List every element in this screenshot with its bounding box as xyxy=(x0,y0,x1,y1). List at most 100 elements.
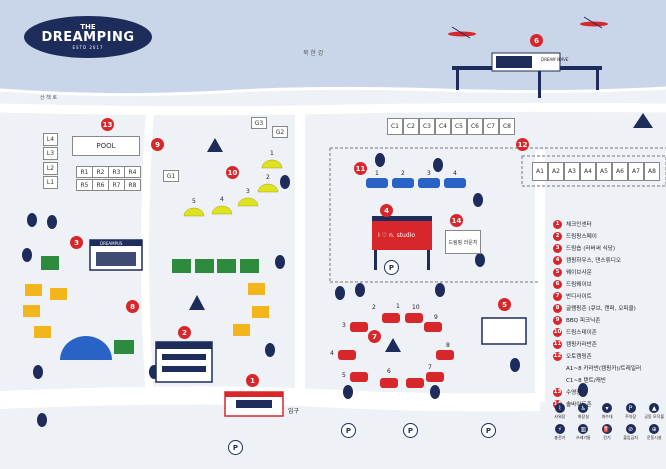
legend-number: 12 xyxy=(553,351,562,361)
site-A4[interactable]: A4 xyxy=(580,162,596,181)
site-R6[interactable]: R6 xyxy=(92,179,109,191)
site-C2[interactable]: C2 xyxy=(403,118,419,135)
ring-site-1[interactable]: 1 xyxy=(396,303,400,310)
legend-number: 9 xyxy=(553,315,562,325)
site-A7[interactable]: A7 xyxy=(628,162,644,181)
site-L1[interactable]: L1 xyxy=(43,176,58,189)
ring-site-8[interactable]: 8 xyxy=(446,342,450,349)
site-R8[interactable]: R8 xyxy=(124,179,141,191)
zone-badge-13[interactable]: 13 xyxy=(101,118,114,131)
caravan-1[interactable]: 1 xyxy=(375,170,379,177)
icon-legend-item: ⌇샤워장 xyxy=(548,403,572,420)
site-A8[interactable]: A8 xyxy=(644,162,660,181)
site-R5[interactable]: R5 xyxy=(76,179,93,191)
parking-4[interactable]: P xyxy=(403,423,418,438)
ring-site-7[interactable]: 7 xyxy=(428,364,432,371)
caravan-4[interactable]: 4 xyxy=(453,170,457,177)
icon-legend-item: ⊕운동시설 xyxy=(642,424,666,441)
site-A5[interactable]: A5 xyxy=(596,162,612,181)
pool[interactable]: POOL xyxy=(72,136,140,156)
kayaks xyxy=(448,16,608,39)
site-L4[interactable]: L4 xyxy=(43,133,58,146)
legend-item[interactable]: A1~8 카라반(캠핑카)/트레일러 xyxy=(553,362,665,374)
zone-badge-1[interactable]: 1 xyxy=(246,374,259,387)
zone-badge-9[interactable]: 9 xyxy=(151,138,164,151)
legend-label: 드림웨이브 xyxy=(566,282,592,288)
site-A1[interactable]: A1 xyxy=(532,162,548,181)
zone-badge-11[interactable]: 11 xyxy=(354,162,367,175)
site-L3[interactable]: L3 xyxy=(43,147,58,160)
parking-1[interactable]: P xyxy=(384,260,399,275)
caravan-2[interactable]: 2 xyxy=(401,170,405,177)
zone-badge-12[interactable]: 12 xyxy=(516,138,529,151)
legend-number: 5 xyxy=(553,267,562,277)
site-R4[interactable]: R4 xyxy=(124,166,141,178)
icon-legend-item: ▾개수대 xyxy=(595,403,619,420)
road-west xyxy=(141,111,154,401)
brand-logo[interactable]: THE DREAMPING ESTD 2017 xyxy=(24,16,152,58)
site-R7[interactable]: R7 xyxy=(108,179,125,191)
site-C7[interactable]: C7 xyxy=(483,118,499,135)
site-C4[interactable]: C4 xyxy=(435,118,451,135)
ring-site-3[interactable]: 3 xyxy=(342,322,346,329)
site-A2[interactable]: A2 xyxy=(548,162,564,181)
parking-3[interactable]: P xyxy=(341,423,356,438)
shop-sign: DREAMPUS xyxy=(100,241,123,246)
legend-label: 드림스테이존 xyxy=(566,330,597,336)
zone-badge-6[interactable]: 6 xyxy=(530,34,543,47)
site-A3[interactable]: A3 xyxy=(564,162,580,181)
river-label: 북 한 강 xyxy=(303,50,324,57)
site-C3[interactable]: C3 xyxy=(419,118,435,135)
site-R2[interactable]: R2 xyxy=(92,166,109,178)
zone-badge-3[interactable]: 3 xyxy=(70,236,83,249)
ring-site-4[interactable]: 4 xyxy=(330,350,334,357)
ring-site-6[interactable]: 6 xyxy=(387,368,391,375)
zone-badge-7[interactable]: 7 xyxy=(368,330,381,343)
zone-badge-2[interactable]: 2 xyxy=(178,326,191,339)
dome-2[interactable]: 2 xyxy=(266,174,270,181)
site-C1[interactable]: C1 xyxy=(387,118,403,135)
site-G2[interactable]: G2 xyxy=(272,126,288,138)
dome-4[interactable]: 4 xyxy=(220,196,224,203)
zone-badge-10[interactable]: 10 xyxy=(226,166,239,179)
parking-5[interactable]: P xyxy=(481,423,496,438)
zone-badge-5[interactable]: 5 xyxy=(498,298,511,311)
caravan-3[interactable]: 3 xyxy=(427,170,431,177)
zone-badge-8[interactable]: 8 xyxy=(126,300,139,313)
legend-item[interactable]: C1~8 텐트/캐빈 xyxy=(553,374,665,386)
site-C8[interactable]: C8 xyxy=(499,118,515,135)
dome-1[interactable]: 1 xyxy=(270,150,274,157)
zone-badge-4[interactable]: 4 xyxy=(380,204,393,217)
dome-5[interactable]: 5 xyxy=(192,198,196,205)
site-C5[interactable]: C5 xyxy=(451,118,467,135)
site-R1[interactable]: R1 xyxy=(76,166,93,178)
lounge-sign[interactable]: 드림핑 라운지 xyxy=(445,230,481,254)
zone-badge-14[interactable]: 14 xyxy=(450,214,463,227)
ring-site-2[interactable]: 2 xyxy=(372,304,376,311)
legend-label: A1~8 카라반(캠핑카)/트레일러 xyxy=(566,366,642,372)
site-G1[interactable]: G1 xyxy=(163,170,179,182)
dome-3[interactable]: 3 xyxy=(246,188,250,195)
site-C6[interactable]: C6 xyxy=(467,118,483,135)
ring-site-9[interactable]: 9 xyxy=(434,314,438,321)
parking-2[interactable]: P xyxy=(228,440,243,455)
site-R3[interactable]: R3 xyxy=(108,166,125,178)
ring-site-10[interactable]: 10 xyxy=(412,304,420,311)
ring-site-5[interactable]: 5 xyxy=(342,372,346,379)
site-L2[interactable]: L2 xyxy=(43,162,58,175)
site-G3[interactable]: G3 xyxy=(251,117,267,129)
site-A6[interactable]: A6 xyxy=(612,162,628,181)
